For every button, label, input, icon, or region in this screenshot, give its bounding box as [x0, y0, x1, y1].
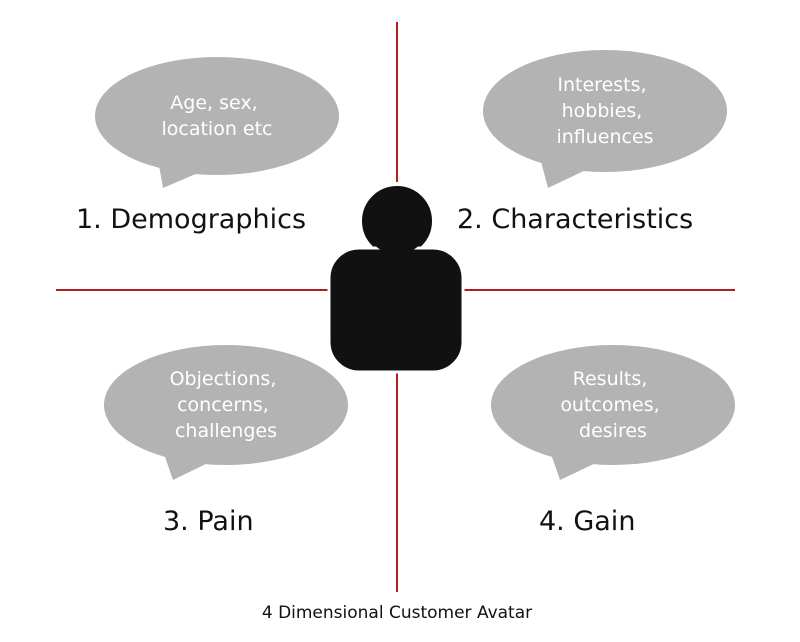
bubble-line: concerns, — [177, 394, 269, 416]
speech-bubble-pain: Objections, concerns, challenges — [104, 345, 348, 480]
bubble-text-characteristics: Interests, hobbies, influences — [556, 74, 653, 148]
quadrant-label-pain: 3. Pain — [163, 506, 254, 537]
quadrant-label-characteristics: 2. Characteristics — [457, 204, 693, 235]
bubble-line: Age, sex, — [170, 92, 257, 114]
bubble-line: hobbies, — [562, 100, 643, 122]
quadrant-label-demographics: 1. Demographics — [76, 204, 306, 235]
speech-bubble-characteristics: Interests, hobbies, influences — [483, 50, 727, 188]
diagram-caption: 4 Dimensional Customer Avatar — [262, 603, 532, 623]
bubble-line: Interests, — [557, 74, 646, 96]
bubble-line: outcomes, — [560, 394, 659, 416]
bubble-line: Objections, — [170, 368, 277, 390]
bubble-line: desires — [579, 420, 647, 442]
quadrant-label-gain: 4. Gain — [539, 506, 635, 537]
bubble-text-pain: Objections, concerns, challenges — [170, 368, 283, 442]
speech-bubble-demographics: Age, sex, location etc — [95, 57, 339, 188]
bubble-text-demographics: Age, sex, location etc — [161, 92, 272, 140]
bubble-line: challenges — [175, 420, 277, 442]
bubble-line: influences — [556, 126, 653, 148]
bubble-line: location etc — [161, 118, 272, 140]
person-silhouette-icon — [327, 182, 465, 374]
bubble-line: Results, — [573, 368, 648, 390]
speech-bubble-gain: Results, outcomes, desires — [491, 345, 735, 480]
bubble-text-gain: Results, outcomes, desires — [560, 368, 665, 442]
